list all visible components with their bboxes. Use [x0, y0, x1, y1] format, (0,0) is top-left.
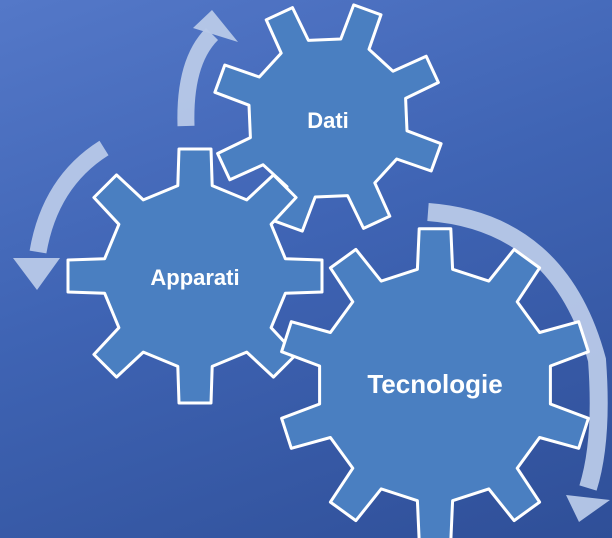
arrow-around-tecnologie — [427, 203, 608, 491]
arrowhead-to-dati — [193, 10, 238, 42]
arrowhead-from-apparati — [13, 258, 60, 290]
cycle-arrows — [13, 10, 610, 522]
arrow-to-dati — [177, 27, 219, 127]
gear-dati — [213, 3, 443, 233]
arrow-from-apparati — [29, 140, 109, 254]
arrowhead-around-tecnologie — [566, 495, 610, 522]
gear-label-dati: Dati — [307, 108, 349, 133]
gear-label-apparati: Apparati — [150, 265, 239, 290]
gear-label-tecnologie: Tecnologie — [367, 369, 502, 399]
gear-tecnologie — [280, 227, 590, 538]
gear-apparati — [66, 147, 324, 405]
